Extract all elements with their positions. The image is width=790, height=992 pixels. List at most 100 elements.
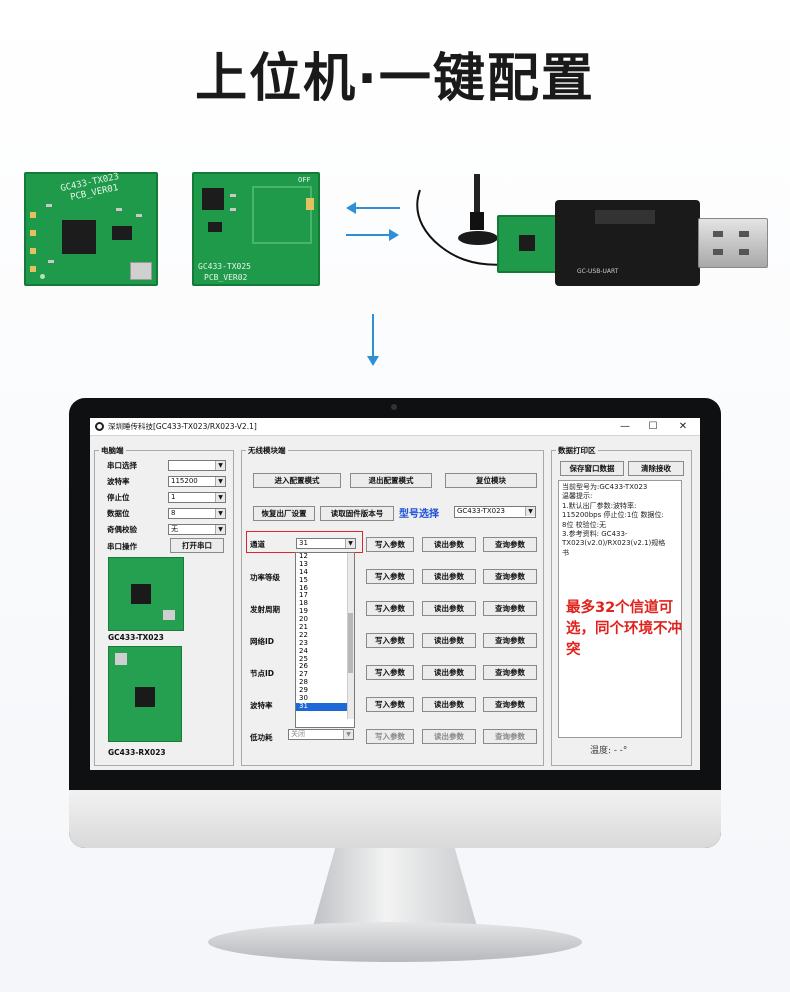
channel-annotation: 最多32个信道可选，同个环境不冲突 [566, 600, 682, 658]
chevron-down-icon: ▼ [215, 509, 225, 518]
chevron-down-icon: ▼ [343, 730, 353, 739]
usb-dongle-header [595, 210, 655, 224]
rx-thumbnail-connector [115, 653, 127, 665]
camera-icon [391, 404, 397, 410]
network-id-label: 网络ID [250, 637, 275, 646]
channel-option[interactable]: 20 [299, 615, 308, 624]
usb-plug-slot [739, 231, 749, 237]
channel-option[interactable]: 13 [299, 559, 308, 568]
tx-board-component [116, 208, 122, 211]
write-period-button[interactable]: 写入参数 [366, 601, 414, 616]
channel-option[interactable]: 18 [299, 599, 308, 608]
read-baud-button[interactable]: 读出参数 [422, 697, 476, 712]
channel-option[interactable]: 25 [299, 654, 308, 663]
channel-option[interactable]: 21 [299, 623, 308, 632]
read-period-button[interactable]: 读出参数 [422, 601, 476, 616]
tx-thumbnail-chip [131, 584, 151, 604]
read-node-id-button[interactable]: 读出参数 [422, 665, 476, 680]
channel-option[interactable]: 12 [299, 552, 308, 560]
channel-option[interactable]: 27 [299, 670, 308, 679]
channel-option[interactable]: 17 [299, 591, 308, 600]
rx-board-chip-small [208, 222, 222, 232]
rx-board-silk-line1: GC433-TX025 [198, 262, 251, 271]
channel-option[interactable]: 29 [299, 686, 308, 695]
window-title: 深圳睡传科技[GC433-TX023/RX023-V2.1] [108, 422, 257, 431]
rx023-thumbnail [108, 646, 182, 742]
tx023-thumbnail [108, 557, 184, 631]
model-select-label: 型号选择 [399, 509, 439, 520]
read-power-button[interactable]: 读出参数 [422, 569, 476, 584]
save-window-data-button[interactable]: 保存窗口数据 [560, 461, 624, 476]
write-low-power-button[interactable]: 写入参数 [366, 729, 414, 744]
parity-label: 奇偶校验 [107, 525, 137, 534]
query-power-button[interactable]: 查询参数 [483, 569, 537, 584]
query-period-button[interactable]: 查询参数 [483, 601, 537, 616]
channel-option[interactable]: 26 [299, 662, 308, 671]
channel-select[interactable]: 31▼ [296, 538, 356, 549]
write-baud-button[interactable]: 写入参数 [366, 697, 414, 712]
query-node-id-button[interactable]: 查询参数 [483, 665, 537, 680]
arrow-down-line [372, 314, 374, 356]
channel-dropdown-list[interactable]: 12 13 14 15 16 17 18 19 20 21 22 23 24 2… [295, 552, 355, 728]
tx-board-crystal [130, 262, 152, 280]
read-network-id-button[interactable]: 读出参数 [422, 633, 476, 648]
rx-board-pad [306, 198, 314, 210]
write-node-id-button[interactable]: 写入参数 [366, 665, 414, 680]
window-titlebar: 深圳睡传科技[GC433-TX023/RX023-V2.1] — ☐ ✕ [90, 418, 700, 436]
rx-board-component [230, 194, 236, 197]
reset-module-button[interactable]: 复位模块 [445, 473, 537, 488]
channel-option[interactable]: 14 [299, 567, 308, 576]
usb-adapter-module [497, 215, 557, 273]
channel-option[interactable]: 19 [299, 607, 308, 616]
write-channel-button[interactable]: 写入参数 [366, 537, 414, 552]
write-power-button[interactable]: 写入参数 [366, 569, 414, 584]
channel-option[interactable]: 24 [299, 646, 308, 655]
query-low-power-button[interactable]: 查询参数 [483, 729, 537, 744]
model-select[interactable]: GC433-TX023▼ [454, 506, 536, 518]
channel-option[interactable]: 30 [299, 694, 308, 703]
low-power-select[interactable]: 关闭 ▼ [288, 729, 354, 740]
enter-config-button[interactable]: 进入配置模式 [253, 473, 341, 488]
channel-option[interactable]: 28 [299, 678, 308, 687]
read-firmware-button[interactable]: 读取固件版本号 [320, 506, 394, 521]
baud-rate-select[interactable]: 115200▼ [168, 476, 226, 487]
exit-config-button[interactable]: 退出配置模式 [350, 473, 432, 488]
read-channel-button[interactable]: 读出参数 [422, 537, 476, 552]
chevron-down-icon: ▼ [215, 493, 225, 502]
query-channel-button[interactable]: 查询参数 [483, 537, 537, 552]
channel-label: 通道 [250, 540, 265, 549]
low-power-value: 关闭 [291, 730, 305, 738]
parity-select[interactable]: 无▼ [168, 524, 226, 535]
data-print-log[interactable]: 当前型号为:GC433-TX023 温馨提示: 1.默认出厂参数:波特率: 11… [558, 480, 682, 738]
write-network-id-button[interactable]: 写入参数 [366, 633, 414, 648]
open-port-button[interactable]: 打开串口 [170, 538, 224, 553]
channel-option[interactable]: 15 [299, 575, 308, 584]
channel-option[interactable]: 16 [299, 583, 308, 592]
data-print-title: 数据打印区 [556, 445, 598, 456]
serial-port-select[interactable]: ▼ [168, 460, 226, 471]
minimize-button[interactable]: — [620, 421, 630, 432]
arrow-down-icon [367, 356, 379, 366]
query-baud-button[interactable]: 查询参数 [483, 697, 537, 712]
clear-receive-button[interactable]: 清除接收 [628, 461, 684, 476]
dropdown-scrollbar-thumb[interactable] [348, 613, 353, 673]
baud-rate-label: 波特率 [107, 477, 130, 486]
usb-dongle-body: GC-USB-UART [555, 200, 700, 286]
chevron-down-icon: ▼ [525, 507, 535, 516]
log-line: 8位 校验位:无 [562, 520, 607, 529]
query-network-id-button[interactable]: 查询参数 [483, 633, 537, 648]
module-side-title: 无线模块端 [246, 445, 288, 456]
data-bit-select[interactable]: 8▼ [168, 508, 226, 519]
channel-option[interactable]: 22 [299, 630, 308, 639]
stop-bit-select[interactable]: 1▼ [168, 492, 226, 503]
page-headline: 上位机·一键配置 [195, 49, 595, 109]
close-button[interactable]: ✕ [678, 421, 688, 432]
tx-thumbnail-crystal [163, 610, 175, 620]
tx-board-pad [30, 230, 36, 236]
read-low-power-button[interactable]: 读出参数 [422, 729, 476, 744]
factory-reset-button[interactable]: 恢复出厂设置 [253, 506, 315, 521]
channel-option-selected[interactable]: 31 [296, 702, 354, 711]
channel-option[interactable]: 23 [299, 638, 308, 647]
maximize-button[interactable]: ☐ [648, 421, 658, 432]
log-line: 1.默认出厂参数:波特率: [562, 501, 637, 510]
